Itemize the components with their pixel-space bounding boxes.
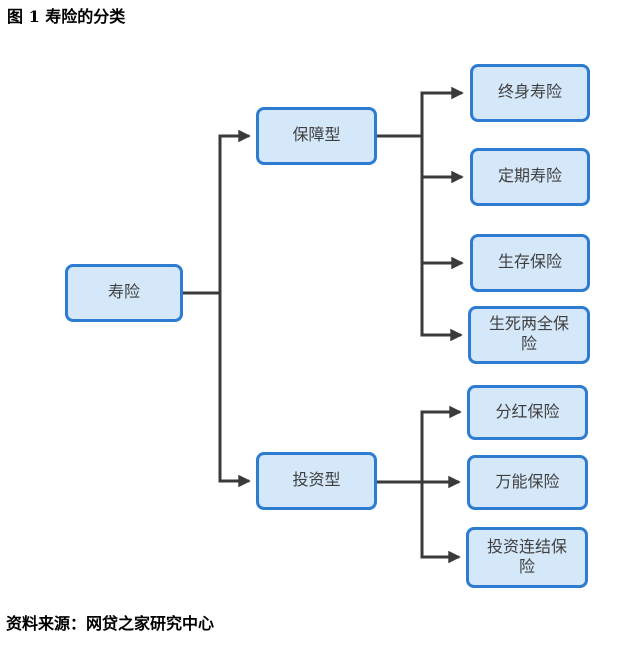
node-label: 终身寿险 (497, 84, 562, 101)
node-label: 分红保险 (495, 403, 560, 421)
node-investment-linked-insurance: 投资连结保险 (466, 527, 588, 588)
node-label: 定期寿险 (497, 168, 562, 185)
node-label: 生存保险 (497, 254, 562, 271)
node-endowment-insurance: 生死两全保险 (468, 306, 590, 364)
node-label: 寿险 (107, 284, 140, 301)
figure-title: 图 1 寿险的分类 (7, 7, 126, 26)
node-participating-insurance: 分红保险 (467, 385, 588, 440)
node-life-insurance: 寿险 (65, 264, 183, 322)
node-label: 投资型 (292, 472, 341, 489)
node-term-life-insurance: 定期寿险 (470, 148, 590, 206)
trunk-level-1 (183, 129, 251, 488)
node-survival-insurance: 生存保险 (470, 234, 590, 292)
node-label: 万能保险 (495, 473, 560, 491)
trunk-investment-branch (377, 405, 462, 564)
source-note: 资料来源：网贷之家研究中心 (6, 614, 215, 633)
node-investment-type: 投资型 (256, 452, 377, 510)
node-label: 生死两全保险 (488, 316, 569, 353)
trunk-protection-branch (377, 86, 464, 342)
node-label: 保障型 (292, 127, 341, 144)
node-universal-insurance: 万能保险 (467, 455, 588, 510)
node-whole-life-insurance: 终身寿险 (470, 64, 590, 122)
node-label: 投资连结保险 (486, 538, 567, 576)
node-protection-type: 保障型 (256, 107, 377, 165)
